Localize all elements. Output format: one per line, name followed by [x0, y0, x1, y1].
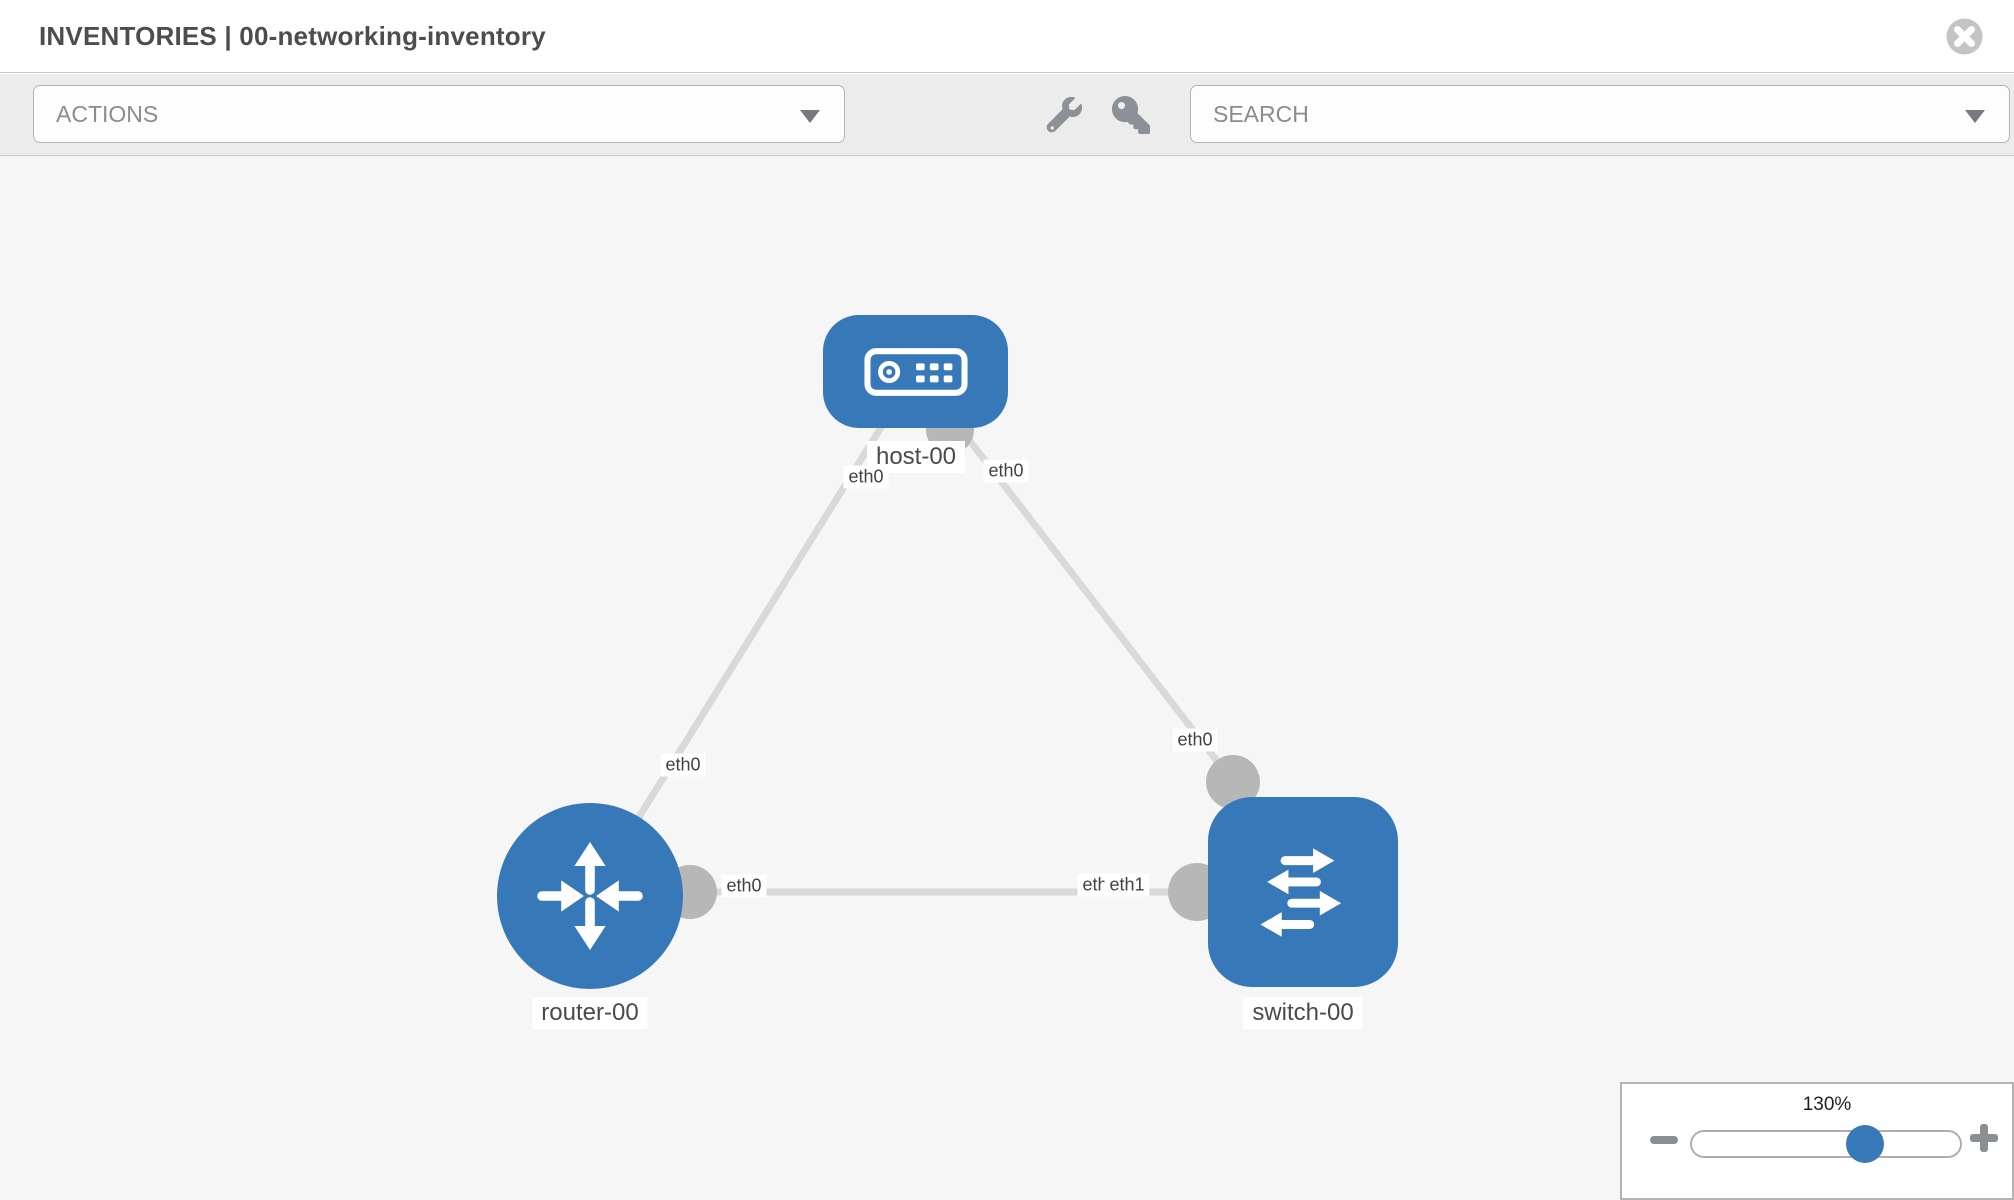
- interface-label-router-switch-switch: eth1: [1104, 873, 1150, 897]
- zoom-panel: 130%: [1620, 1082, 2014, 1200]
- interface-label-router-switch-router: eth0: [721, 874, 767, 898]
- search-dropdown[interactable]: SEARCH: [1190, 85, 2010, 143]
- node-switch-00[interactable]: [1208, 797, 1398, 987]
- wrench-icon: [1046, 96, 1083, 133]
- chevron-down-icon: [1965, 110, 1985, 123]
- interface-label-host-router-host: eth0: [843, 465, 889, 489]
- node-host-00[interactable]: [823, 315, 1008, 428]
- configure-button[interactable]: [1046, 96, 1083, 138]
- zoom-in-button[interactable]: [1970, 1124, 1998, 1152]
- actions-dropdown-label: ACTIONS: [56, 101, 159, 127]
- page-header: INVENTORIES | 00-networking-inventory: [0, 0, 2014, 73]
- close-button[interactable]: [1946, 18, 1983, 55]
- topology-links-layer: [587, 368, 1303, 921]
- page-title: INVENTORIES | 00-networking-inventory: [39, 21, 546, 51]
- zoom-out-button[interactable]: [1650, 1136, 1678, 1144]
- chevron-down-icon: [800, 110, 820, 123]
- interface-label-host-router-router: eth0: [660, 753, 706, 777]
- zoom-slider-thumb[interactable]: [1846, 1125, 1884, 1163]
- toolbar: ACTIONS SEARCH: [0, 74, 2014, 156]
- key-icon: [1112, 96, 1150, 134]
- link-host-router[interactable]: [587, 369, 919, 898]
- interface-connector-switch-top[interactable]: [1206, 755, 1260, 809]
- zoom-level-label: 130%: [1802, 1094, 1852, 1115]
- zoom-slider[interactable]: [1690, 1125, 1962, 1163]
- close-icon: [1946, 18, 1983, 55]
- node-label-switch-00: switch-00: [1243, 997, 1363, 1029]
- credentials-button[interactable]: [1112, 96, 1150, 139]
- switch-icon: [1260, 848, 1342, 937]
- topology-canvas[interactable]: host-00 router-00 switch-00 eth0 eth0 et…: [0, 156, 2014, 1200]
- node-router-00[interactable]: [497, 803, 683, 989]
- router-icon: [537, 842, 643, 950]
- node-label-router-00: router-00: [532, 997, 648, 1029]
- actions-dropdown[interactable]: ACTIONS: [33, 85, 845, 143]
- interface-label-host-switch-switch: eth0: [1172, 728, 1218, 752]
- plus-icon: [1980, 1124, 1988, 1152]
- interface-label-host-switch-host: eth0: [983, 459, 1029, 483]
- search-dropdown-label: SEARCH: [1213, 101, 1309, 127]
- host-icon: [863, 347, 968, 396]
